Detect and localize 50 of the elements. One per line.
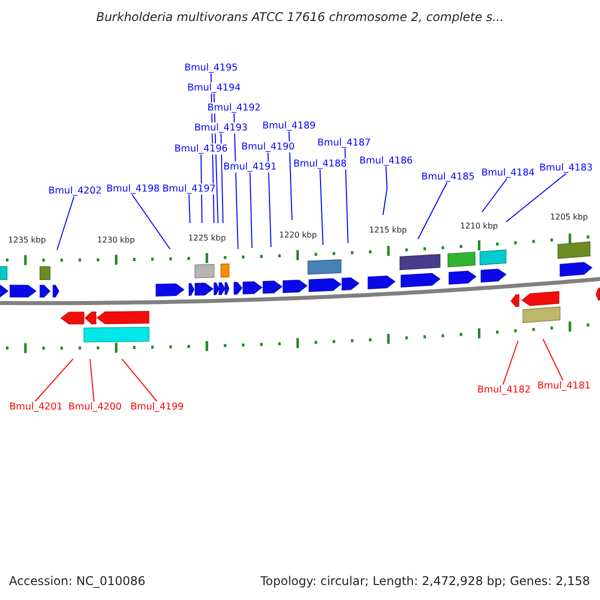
gene-label: Bmul_4181 xyxy=(536,380,592,392)
gene-label: Bmul_4198 xyxy=(105,184,161,194)
gene-label: Bmul_4197 xyxy=(161,184,217,194)
leader-line xyxy=(132,194,170,250)
scale-label: 1205 kbp xyxy=(550,212,588,222)
leader-line xyxy=(288,131,292,220)
leader-line xyxy=(250,172,252,248)
leader-line xyxy=(320,169,324,246)
gene-label: Bmul_4184 xyxy=(480,168,536,178)
gene-label: Bmul_4200 xyxy=(67,402,123,412)
scale-label: 1235 kbp xyxy=(8,236,46,244)
leader-line xyxy=(188,194,190,224)
gene-label: Bmul_4194 xyxy=(186,82,242,94)
leader-line xyxy=(122,358,158,402)
gene-label: Bmul_4190 xyxy=(240,142,296,152)
gene-label: Bmul_4192 xyxy=(206,102,262,114)
gene-label: Bmul_4186 xyxy=(358,156,414,166)
chart-title: Burkholderia multivorans ATCC 17616 chromosome 2, complete s... xyxy=(95,10,505,24)
scale-label: 1230 kbp xyxy=(97,236,135,244)
gene-label: Bmul_4183 xyxy=(538,162,594,174)
gene-label: Bmul_4201 xyxy=(8,402,64,412)
scale-label: 1215 kbp xyxy=(369,226,407,234)
scale-label: 1225 kbp xyxy=(188,234,226,242)
gene-label: Bmul_4187 xyxy=(316,138,372,148)
gene-label: Bmul_4193 xyxy=(193,122,249,134)
leader-line xyxy=(482,178,508,212)
gene-label: Bmul_4202 xyxy=(47,186,103,196)
leader-line xyxy=(344,148,348,244)
leader-line xyxy=(90,358,94,402)
leader-line xyxy=(268,152,272,248)
gene-label: Bmul_4185 xyxy=(420,172,476,182)
leader-line xyxy=(506,173,566,222)
gene-label: Bmul_4188 xyxy=(292,158,348,170)
footer-text: Accession: NC_010086 xyxy=(9,574,146,588)
scale-label: 1210 kbp xyxy=(460,222,498,230)
leader-line xyxy=(34,358,74,402)
gene-label: Bmul_4199 xyxy=(129,402,185,412)
leader-line xyxy=(542,338,564,381)
leader-line xyxy=(56,196,74,250)
gene-label: Bmul_4182 xyxy=(476,384,532,396)
gene-label: Bmul_4189 xyxy=(261,120,317,132)
leader-line xyxy=(220,133,224,224)
gene-label: Bmul_4191 xyxy=(222,162,278,172)
gene-label: Bmul_4195 xyxy=(183,62,239,74)
footer-text: Topology: circular; Length: 2,472,928 bp; Genes: 2,158 xyxy=(260,574,590,588)
scale-label: 1220 kbp xyxy=(279,230,317,240)
gene-label: Bmul_4196 xyxy=(173,144,229,154)
leader-line xyxy=(382,166,388,216)
leader-line xyxy=(502,340,518,385)
leader-line xyxy=(418,182,448,240)
